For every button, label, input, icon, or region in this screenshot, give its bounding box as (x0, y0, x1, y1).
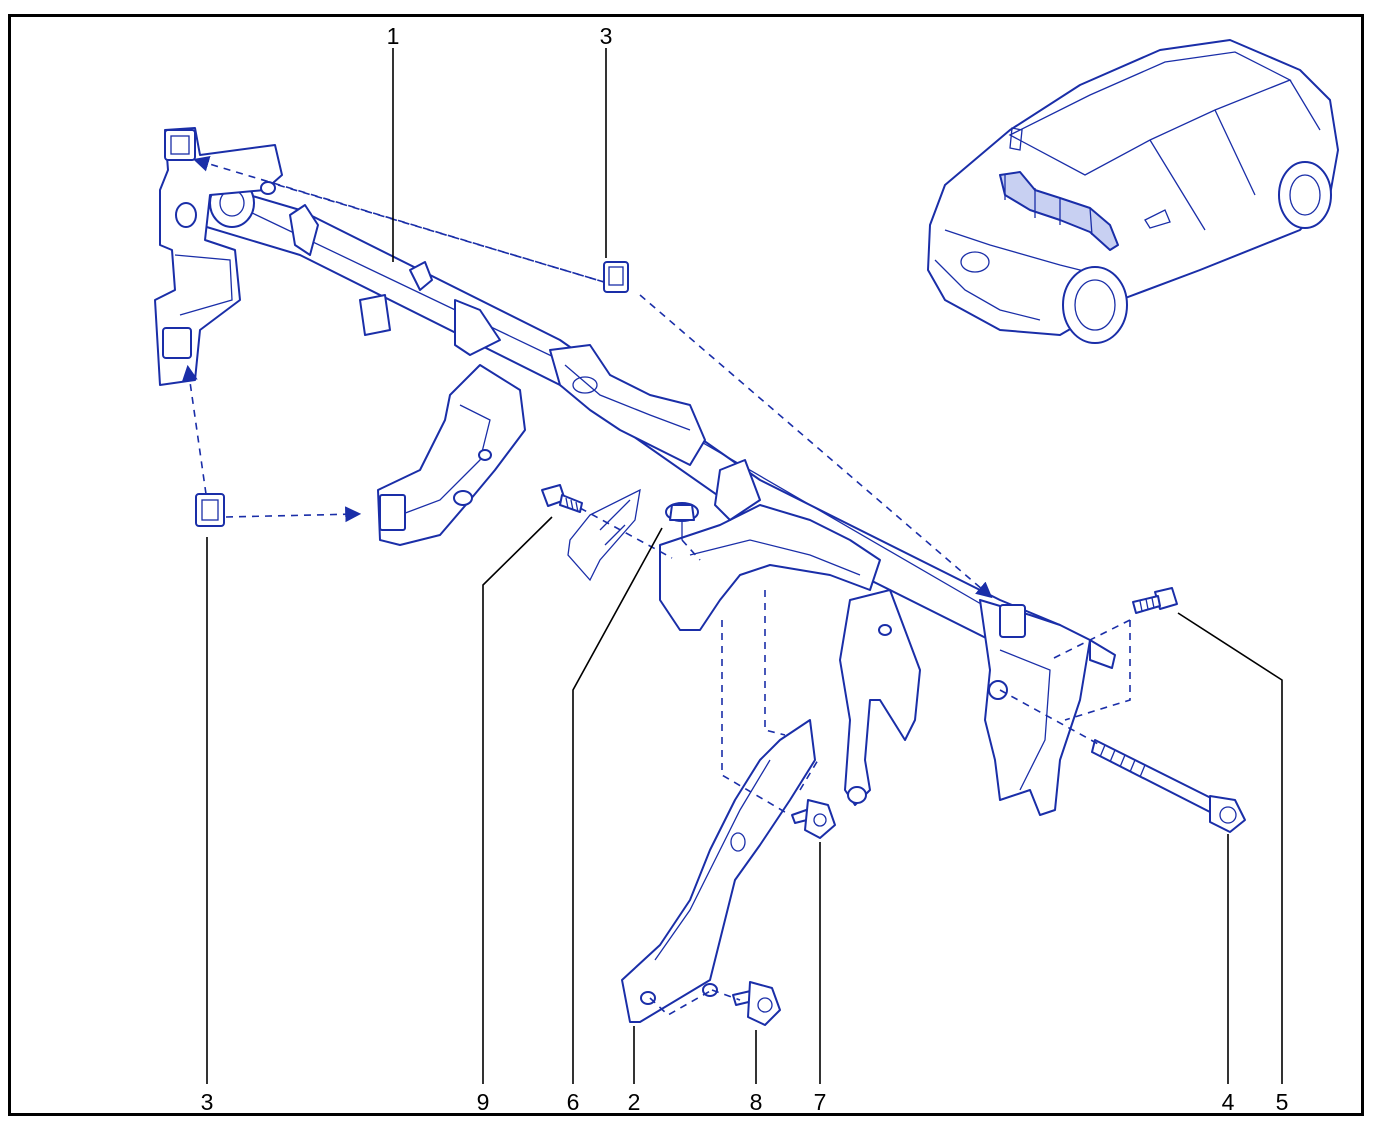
callout-9: 9 (477, 1089, 490, 1115)
bolt-9 (541, 484, 583, 513)
bolt-4 (1091, 739, 1246, 833)
vehicle-location-inset (927, 39, 1339, 344)
callout-2: 2 (628, 1089, 641, 1115)
assembly-lines (181, 156, 1131, 1016)
callout-5: 5 (1276, 1089, 1289, 1115)
leader-lines (206, 48, 1283, 1084)
callout-7: 7 (814, 1089, 827, 1115)
clip-plate-9 (567, 488, 641, 582)
callout-3-top: 3 (600, 23, 613, 49)
cross-car-beam (154, 127, 1116, 1023)
callout-4: 4 (1222, 1089, 1235, 1115)
callout-1: 1 (387, 23, 400, 49)
nut-6 (665, 502, 699, 540)
clip-3-bottom (195, 493, 225, 527)
bolt-8 (732, 981, 781, 1026)
callout-8: 8 (750, 1089, 763, 1115)
clip-3-top (603, 261, 629, 293)
bolt-7 (791, 799, 836, 839)
callout-6: 6 (567, 1089, 580, 1115)
callout-3-bottom: 3 (201, 1089, 214, 1115)
bolt-5 (1132, 587, 1178, 614)
callout-labels: 1 3 3 9 6 2 8 7 4 5 (201, 23, 1289, 1115)
